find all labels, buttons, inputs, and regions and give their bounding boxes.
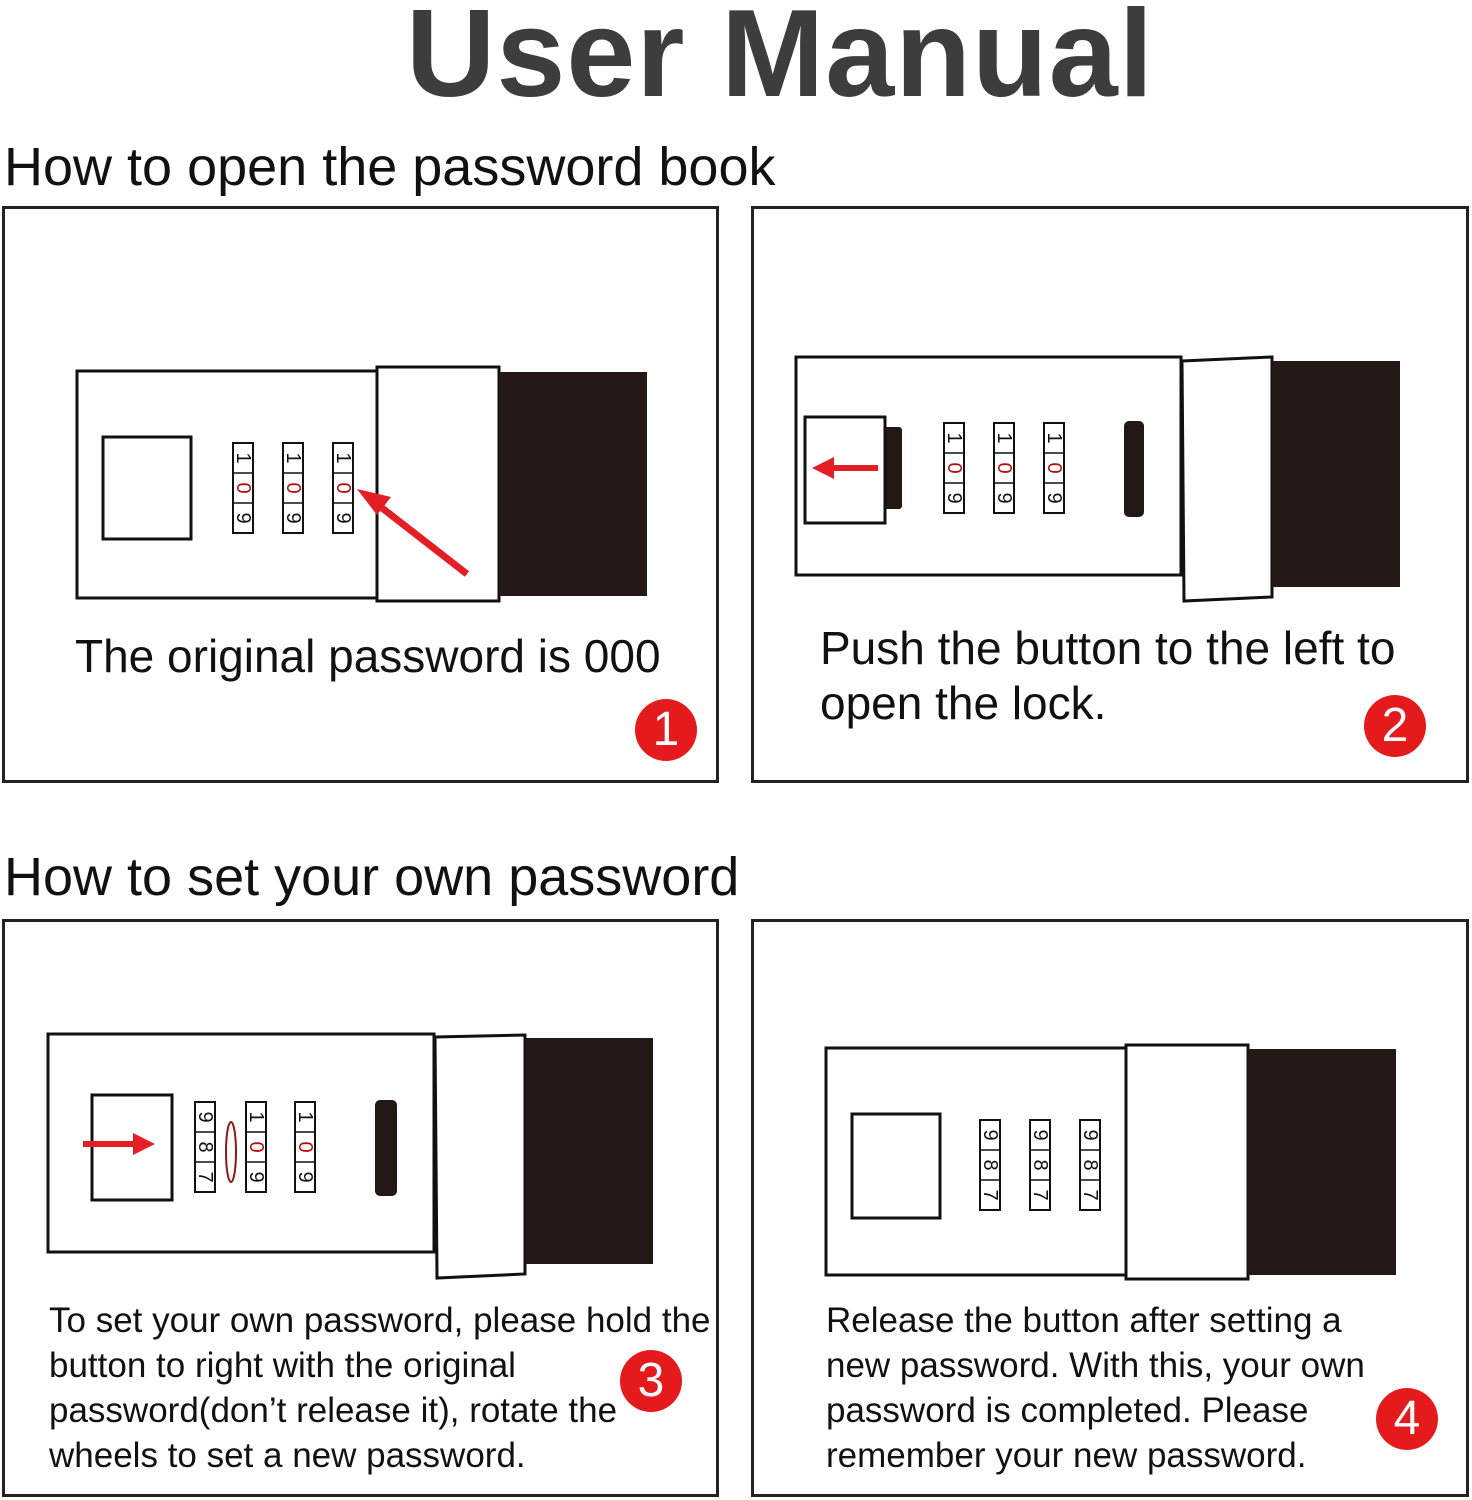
step-1-panel: 1 0 9 1 0 9 1 0 9 The original password is 000 1 xyxy=(2,206,719,783)
step-3-panel: 9 8 7 1 0 9 1 0 9 To set your own password, plea… xyxy=(2,919,719,1497)
wheel-digit: 9 xyxy=(332,512,354,523)
wheel-1[interactable] xyxy=(194,1101,216,1193)
wheel-digit: 0 xyxy=(282,482,304,493)
arrow-head-icon xyxy=(357,489,391,515)
wheel-digit: 9 xyxy=(1029,1129,1051,1140)
step-4-caption: Release the button after setting a new p… xyxy=(826,1301,1365,1475)
wheel-digit: 8 xyxy=(1029,1159,1051,1170)
wheel-2[interactable] xyxy=(1029,1119,1051,1211)
combination-wheels[interactable]: 1 0 9 1 0 9 1 0 9 xyxy=(943,422,1065,514)
wheel-digit: 0 xyxy=(232,482,254,493)
combination-wheels[interactable]: 1 0 9 1 0 9 1 0 9 xyxy=(232,442,354,534)
step-3-caption: To set your own password, please hold th… xyxy=(49,1301,711,1475)
wheel-digit: 8 xyxy=(1079,1159,1101,1170)
arrow-head-icon xyxy=(133,1133,155,1155)
lock-illustration-step-4: 9 8 7 9 8 7 9 8 7 xyxy=(824,1043,1396,1281)
wheel-digit: 0 xyxy=(332,482,354,493)
wheel-3[interactable] xyxy=(332,442,354,534)
wheel-1[interactable] xyxy=(232,442,254,534)
arrow-icon xyxy=(370,498,470,577)
wheel-digit: 0 xyxy=(943,462,965,473)
wheel-digit: 0 xyxy=(993,462,1015,473)
wheel-digit: 1 xyxy=(232,452,254,463)
step-1-caption: The original password is 000 xyxy=(75,630,661,682)
rotate-icon xyxy=(225,1121,237,1183)
wheel-digit: 0 xyxy=(1043,462,1065,473)
wheel-digit: 9 xyxy=(1043,492,1065,503)
wheel-digit: 1 xyxy=(332,452,354,463)
wheel-2[interactable] xyxy=(245,1101,267,1193)
wheel-2[interactable] xyxy=(993,422,1015,514)
wheel-digit: 1 xyxy=(1043,432,1065,443)
wheel-digit: 9 xyxy=(294,1171,316,1182)
step-2-badge: 2 xyxy=(1364,695,1426,757)
lock-illustration-step-2: 1 0 9 1 0 9 1 0 9 xyxy=(794,355,1400,603)
wheel-digit: 9 xyxy=(245,1171,267,1182)
step-2-panel: 1 0 9 1 0 9 1 0 9 Push the button to the left to… xyxy=(751,206,1469,783)
wheel-digit: 9 xyxy=(194,1111,216,1122)
combination-wheels[interactable]: 9 8 7 1 0 9 1 0 9 xyxy=(194,1101,316,1193)
wheel-1[interactable] xyxy=(979,1119,1001,1211)
wheel-digit: 9 xyxy=(282,512,304,523)
lock-slot xyxy=(375,1100,397,1196)
wheel-3[interactable] xyxy=(294,1101,316,1193)
wheel-digit: 9 xyxy=(993,492,1015,503)
lock-illustration-step-3: 9 8 7 1 0 9 1 0 9 xyxy=(46,1032,653,1280)
combination-wheels[interactable]: 9 8 7 9 8 7 9 8 7 xyxy=(979,1119,1101,1211)
wheel-digit: 1 xyxy=(993,432,1015,443)
wheel-digit: 7 xyxy=(194,1171,216,1182)
lock-illustration-step-1: 1 0 9 1 0 9 1 0 9 xyxy=(75,365,647,603)
step-2-caption: Push the button to the left to open the … xyxy=(820,622,1396,730)
page-title: User Manual xyxy=(405,0,1155,123)
wheel-digit: 7 xyxy=(1079,1189,1101,1200)
wheel-digit: 1 xyxy=(282,452,304,463)
arrow-head-icon xyxy=(812,457,834,479)
wheel-digit: 9 xyxy=(1079,1129,1101,1140)
wheel-digit: 1 xyxy=(294,1111,316,1122)
wheel-digit: 9 xyxy=(979,1129,1001,1140)
wheel-digit: 9 xyxy=(232,512,254,523)
wheel-digit: 0 xyxy=(294,1141,316,1152)
step-3-badge: 3 xyxy=(620,1350,682,1412)
wheel-digit: 8 xyxy=(194,1141,216,1152)
section-heading-open: How to open the password book xyxy=(4,137,776,197)
wheel-2[interactable] xyxy=(282,442,304,534)
wheel-digit: 9 xyxy=(943,492,965,503)
wheel-digit: 7 xyxy=(979,1189,1001,1200)
lock-slot xyxy=(1124,421,1144,517)
step-4-badge: 4 xyxy=(1376,1388,1438,1450)
wheel-3[interactable] xyxy=(1043,422,1065,514)
section-heading-set-password: How to set your own password xyxy=(4,847,740,907)
wheel-digit: 8 xyxy=(979,1159,1001,1170)
step-4-panel: 9 8 7 9 8 7 9 8 7 Release the button after setti… xyxy=(751,919,1469,1497)
wheel-digit: 1 xyxy=(245,1111,267,1122)
wheel-digit: 0 xyxy=(245,1141,267,1152)
wheel-3[interactable] xyxy=(1079,1119,1101,1211)
step-1-badge: 1 xyxy=(635,699,697,761)
wheel-digit: 7 xyxy=(1029,1189,1051,1200)
wheel-1[interactable] xyxy=(943,422,965,514)
wheel-digit: 1 xyxy=(943,432,965,443)
